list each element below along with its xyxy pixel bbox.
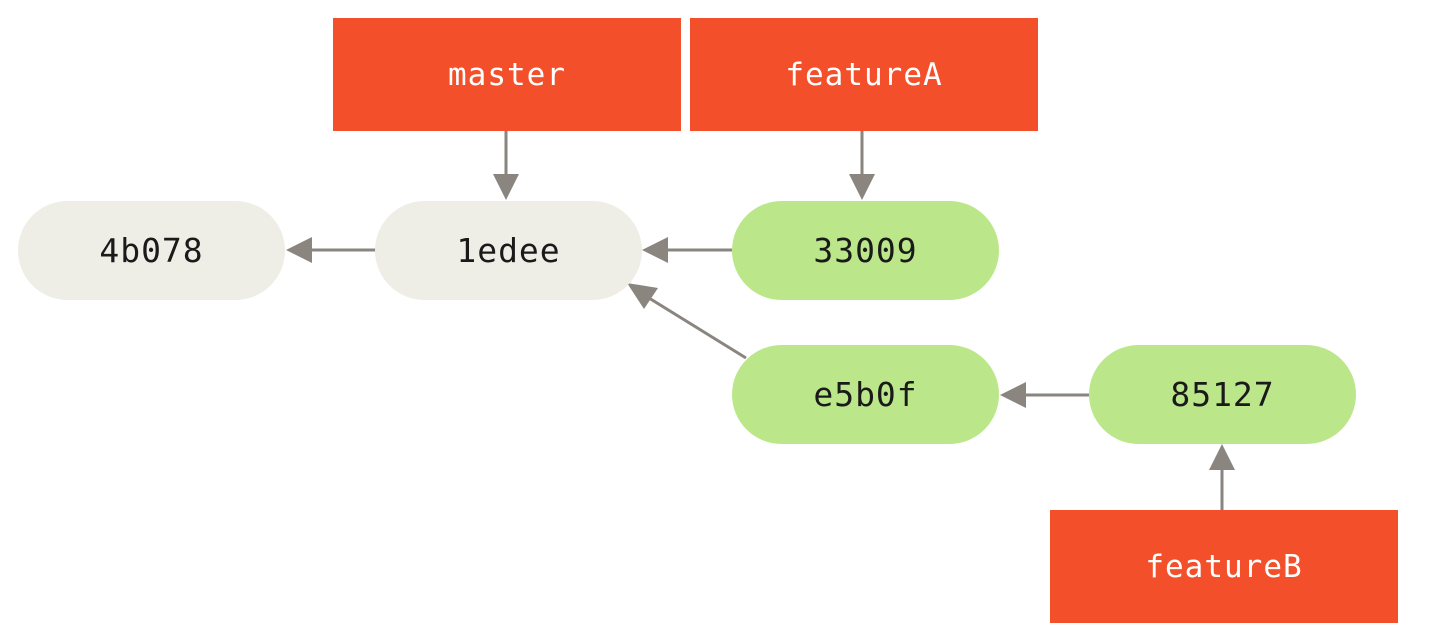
commit-85127: 85127 [1089, 345, 1356, 444]
commit-4b078: 4b078 [18, 201, 285, 300]
arrowhead-1edee-from-e5b0f [627, 283, 658, 309]
commit-33009: 33009 [732, 201, 999, 300]
branch-master-label: master [448, 56, 566, 93]
arrowhead-e5b0f [1000, 382, 1026, 408]
arrowhead-master [493, 174, 519, 200]
branch-featureB: featureB [1050, 510, 1398, 623]
arrowhead-featureA [849, 174, 875, 200]
arrowhead-featureB [1209, 444, 1235, 470]
commit-1edee-hash: 1edee [456, 231, 561, 270]
commit-33009-hash: 33009 [813, 231, 918, 270]
commit-1edee: 1edee [375, 201, 642, 300]
commit-4b078-hash: 4b078 [99, 231, 204, 270]
branch-master: master [333, 18, 681, 131]
edge-e5b0f-to-1edee [635, 288, 747, 360]
branch-featureA-label: featureA [785, 56, 943, 93]
arrowhead-1edee-from-33009 [642, 237, 668, 263]
arrowhead-4b078 [286, 237, 312, 263]
commit-e5b0f-hash: e5b0f [813, 375, 918, 414]
commit-85127-hash: 85127 [1170, 375, 1275, 414]
commit-e5b0f: e5b0f [732, 345, 999, 444]
branch-featureA: featureA [690, 18, 1038, 131]
branch-featureB-label: featureB [1145, 548, 1303, 585]
